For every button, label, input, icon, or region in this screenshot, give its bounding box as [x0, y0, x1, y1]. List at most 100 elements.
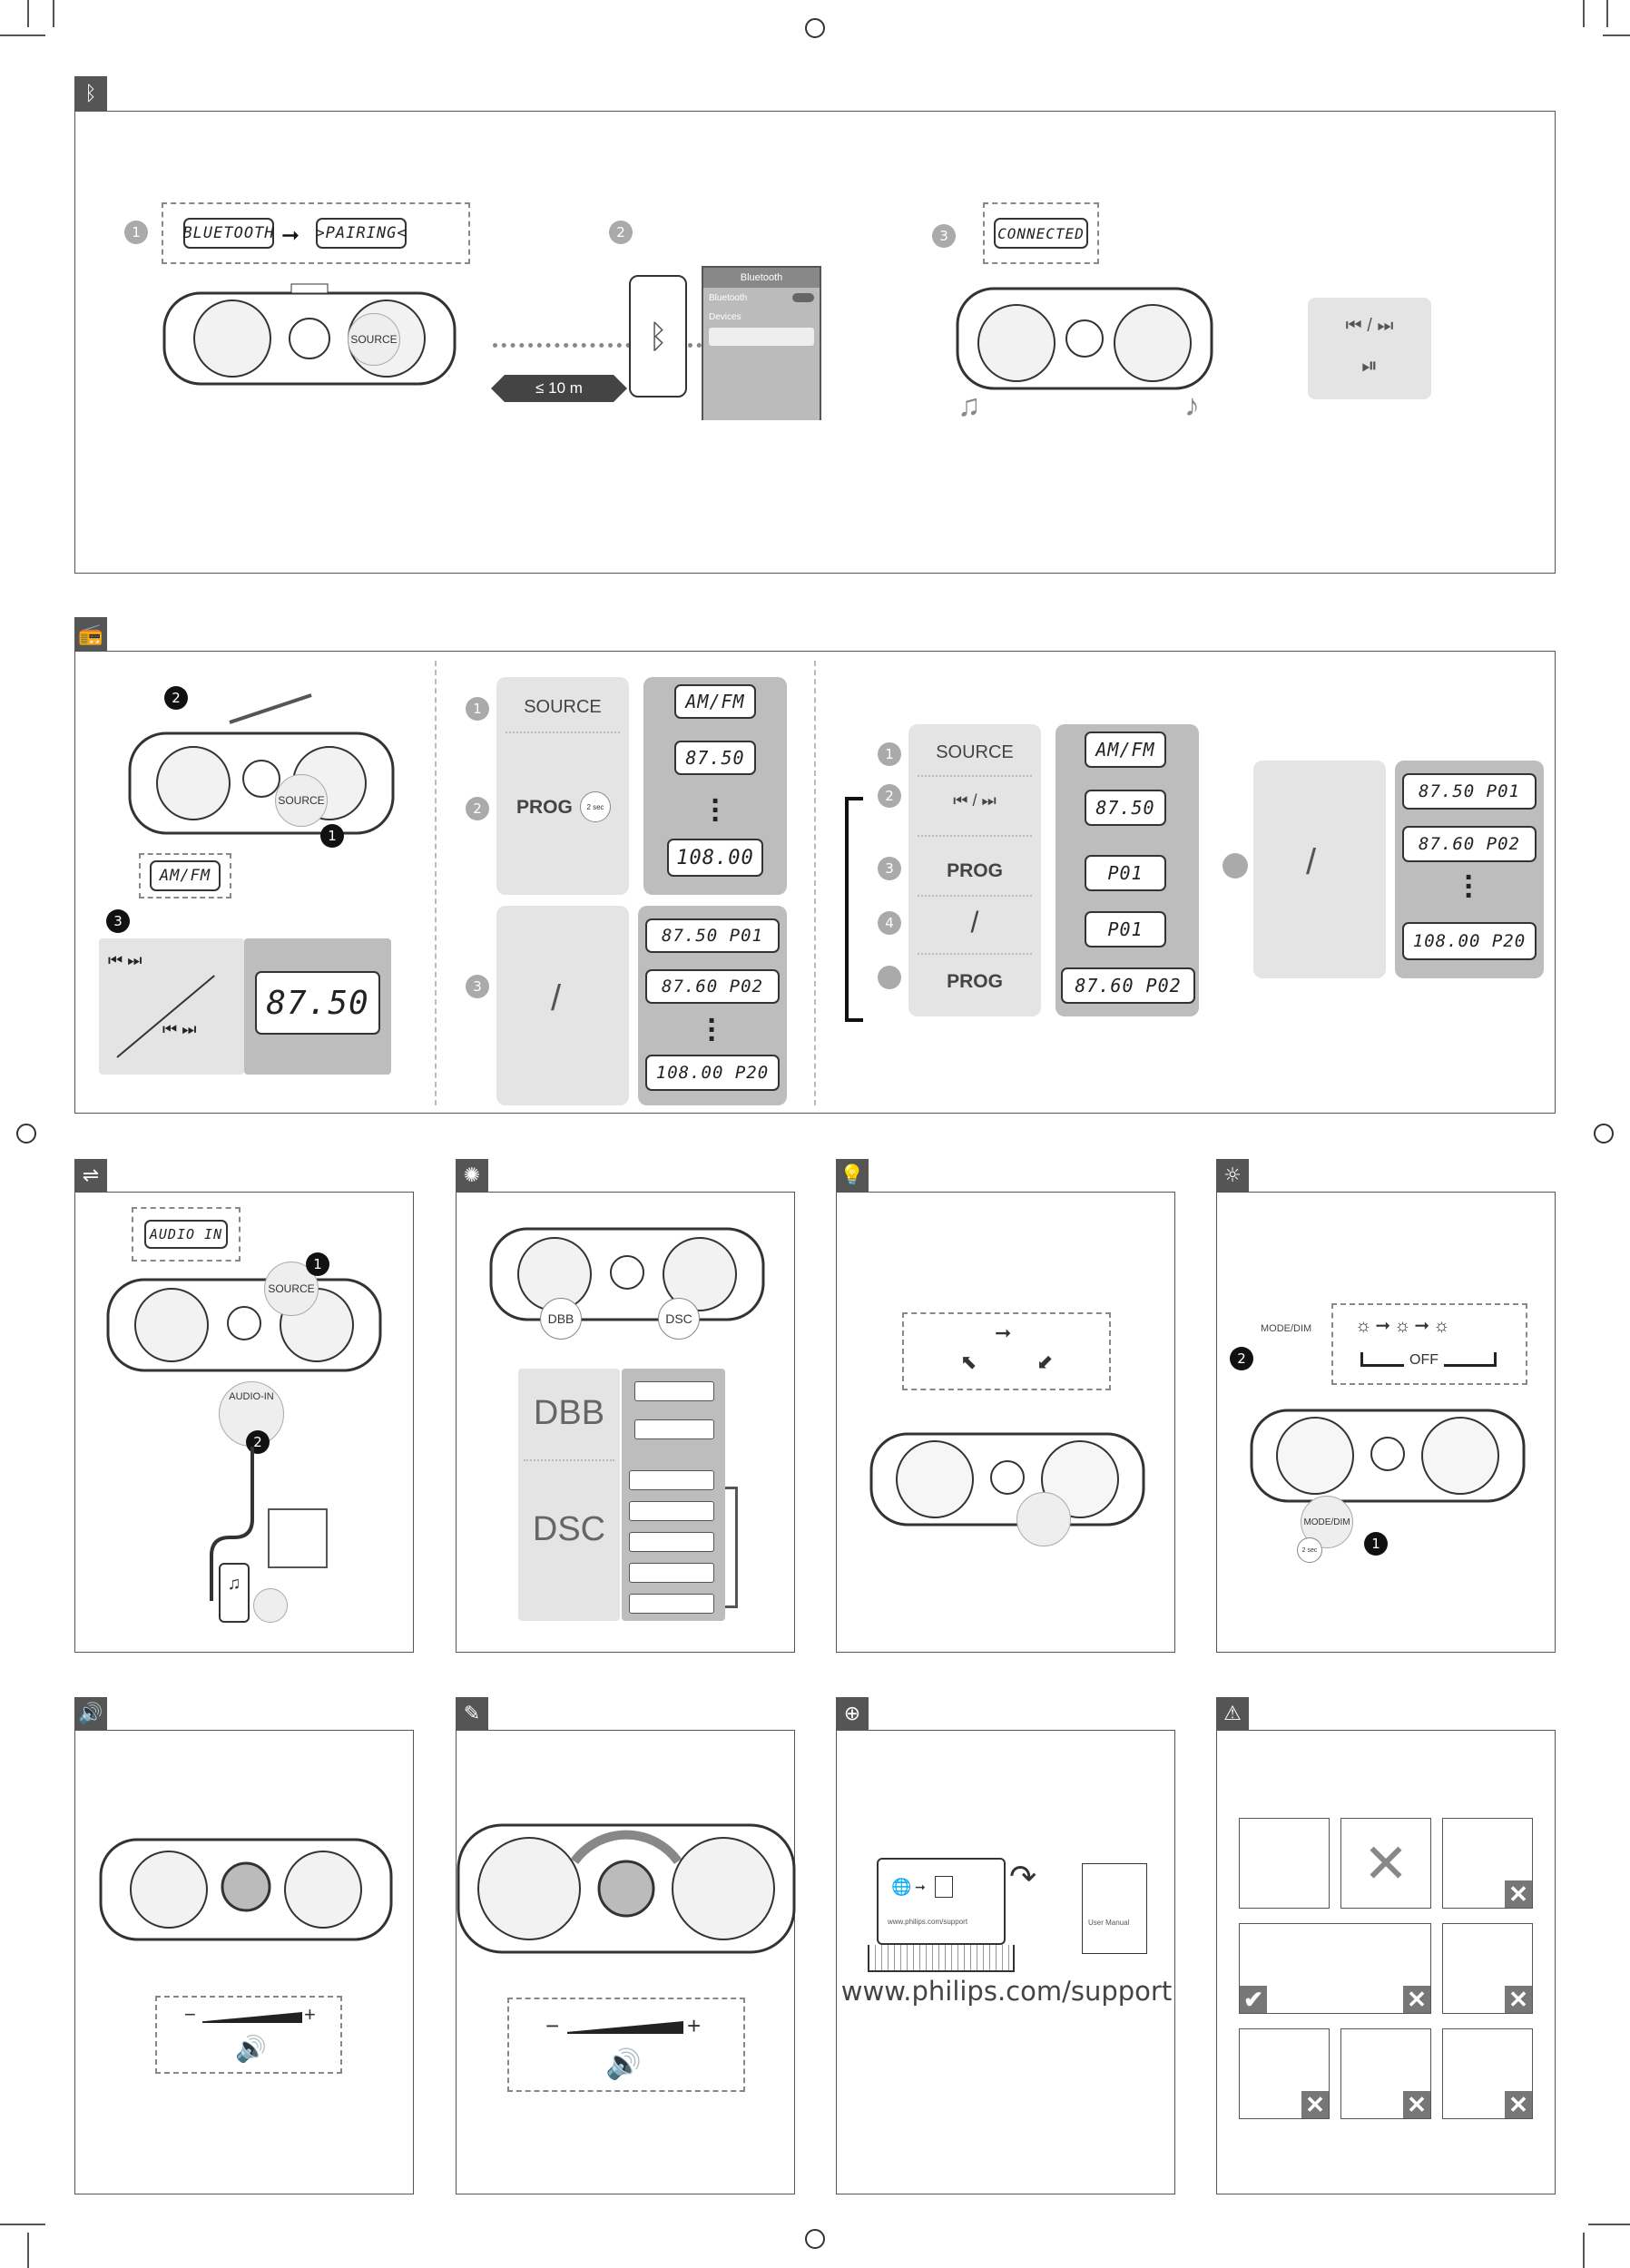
globe-search-icon: ⊕ [836, 1697, 869, 1730]
off-label: OFF [1404, 1352, 1444, 1369]
step-number: 2 [609, 221, 633, 244]
ellipsis-dots: ··· [1464, 860, 1475, 913]
crop-mark [1603, 34, 1630, 36]
registration-mark [16, 1124, 36, 1144]
step-bullet: 2 [1230, 1347, 1253, 1370]
range-badge: ≤ 10 m [491, 375, 627, 402]
volume-ramp [567, 2021, 683, 2034]
speaker-icon: 🔊 [605, 2047, 642, 2080]
arrow-right-icon: ➞ [281, 223, 300, 248]
registration-mark [805, 2229, 825, 2249]
list-preset-panel: 87.50 P01 87.60 P02 ··· 108.00 P20 [1395, 761, 1544, 978]
speaker-icon: 🔊 [74, 1697, 107, 1730]
support-panel: 🌐 ➞ www.philips.com/support ↷ User Manua… [836, 1730, 1175, 2194]
support-url[interactable]: www.philips.com/support [840, 1976, 1173, 2007]
auto-select-panel: / [496, 906, 629, 1105]
separator [918, 835, 1032, 837]
speaker-icon: 🔊 [235, 2035, 267, 2063]
play-pause-control[interactable]: ⏯ [1361, 354, 1378, 377]
lcd-blank [634, 1381, 714, 1401]
boombox-illustration [106, 1278, 382, 1372]
volume-minus: − [184, 2003, 196, 2026]
step-number: 4 [878, 911, 901, 935]
light-button[interactable] [1016, 1492, 1071, 1546]
boombox-illustration [99, 1838, 393, 1941]
lcd-box: AUDIO IN [132, 1207, 241, 1262]
brightness-levels-icon: ☼➞☼➞☼ [1355, 1316, 1454, 1336]
lcd-blank [629, 1470, 714, 1490]
step-bullet: 2 [164, 686, 188, 710]
loop-bracket [725, 1487, 738, 1608]
column-divider [814, 661, 816, 1105]
no-disposal-pictogram: ✕ [1340, 1818, 1431, 1909]
audio-in-panel: AUDIO IN SOURCE 1 AUDIO-IN 2 ♫ [74, 1192, 414, 1653]
volume-knob-panel: − + 🔊 [456, 1730, 796, 2194]
column-divider [435, 661, 437, 1105]
user-manual-icon: User Manual [1082, 1863, 1147, 1954]
no-sun-pictogram: ✕ [1442, 2028, 1533, 2119]
toggle-switch[interactable] [792, 293, 814, 302]
source-button[interactable]: SOURCE [348, 313, 400, 366]
light-cycle-box: ➞ ⬉ ⬋ [902, 1312, 1111, 1390]
crop-mark [1583, 0, 1585, 27]
crop-mark [53, 0, 54, 27]
volume-control-box: − + 🔊 [507, 1998, 745, 2092]
ellipsis-dots: ··· [711, 784, 722, 837]
arrow-down-left-icon: ⬋ [1036, 1350, 1054, 1373]
document-icon [935, 1876, 953, 1898]
separator [918, 953, 1032, 955]
crop-mark [1606, 0, 1608, 27]
lcd-pairing: >PAIRING< [315, 218, 407, 249]
volume-minus: − [545, 2012, 560, 2039]
crop-mark [27, 0, 29, 27]
step-bullet: 1 [1364, 1532, 1388, 1556]
skip-controls[interactable]: ⏮ / ⏭ [1345, 316, 1394, 336]
volume-plus: + [687, 2012, 702, 2039]
lcd-blank [629, 1594, 714, 1614]
device-entry[interactable] [709, 328, 814, 346]
crop-mark [27, 2233, 29, 2268]
lcd-connected: CONNECTED [994, 218, 1088, 249]
dsc-button[interactable]: DSC [658, 1298, 700, 1340]
registration-mark [1594, 1124, 1614, 1144]
skip-icon[interactable]: ⏮ ⏭ [108, 951, 142, 969]
lcd-blank [629, 1532, 714, 1552]
boombox-illustration [1250, 1409, 1526, 1503]
laptop-keyboard [868, 1945, 1015, 1972]
step-bullet: 3 [106, 909, 130, 933]
light-panel: ➞ ⬉ ⬋ [836, 1192, 1175, 1653]
lcd-blank [629, 1563, 714, 1583]
step-number: 2 [878, 784, 901, 808]
lcd-bluetooth: BLUETOOTH [182, 218, 274, 249]
allowed-icon: ✔ [1240, 1986, 1267, 2013]
mode-label-panel: DBB DSC [518, 1369, 620, 1621]
step-number: 1 [878, 742, 901, 766]
lcd-preset-01: 87.50 P01 [645, 918, 780, 953]
arrow-right-icon: ➞ [995, 1321, 1012, 1344]
step-number-blank [1222, 853, 1248, 879]
skip-icon[interactable]: ⏮ ⏭ [162, 1020, 197, 1038]
hold-timer-icon: 2 sec [580, 791, 611, 822]
prohibited-icon: ✕ [1403, 1986, 1430, 2013]
lcd-preset-20: 108.00 P20 [645, 1055, 780, 1091]
step-number: 1 [124, 221, 148, 244]
laptop-screen: 🌐 ➞ www.philips.com/support [877, 1858, 1006, 1945]
list-select-panel: / [1253, 761, 1386, 978]
mode-lcd-panel [622, 1369, 725, 1621]
boombox-illustration [869, 1432, 1145, 1527]
skip-label: ⏮ / ⏭ [953, 791, 997, 810]
no-rain-pictogram: ✕ [1239, 2028, 1330, 2119]
separator [918, 895, 1032, 897]
svg-text:♫: ♫ [957, 388, 981, 423]
lcd-preset: P01 [1085, 855, 1166, 891]
arrow-up-left-icon: ⬉ [960, 1350, 977, 1373]
sound-panel: DBB DSC DBB DSC [456, 1192, 795, 1653]
step-number: 3 [932, 224, 956, 248]
lcd-preset-02: 87.60 P02 [1061, 967, 1195, 1004]
lcd-preset: P01 [1085, 911, 1166, 947]
lcd-preset-20: 108.00 P20 [1402, 922, 1537, 960]
source-button[interactable]: SOURCE [275, 774, 328, 827]
dbb-button[interactable]: DBB [540, 1298, 582, 1340]
curved-arrow-icon: ↷ [1009, 1858, 1037, 1895]
volume-panel: − + 🔊 [74, 1730, 414, 2194]
